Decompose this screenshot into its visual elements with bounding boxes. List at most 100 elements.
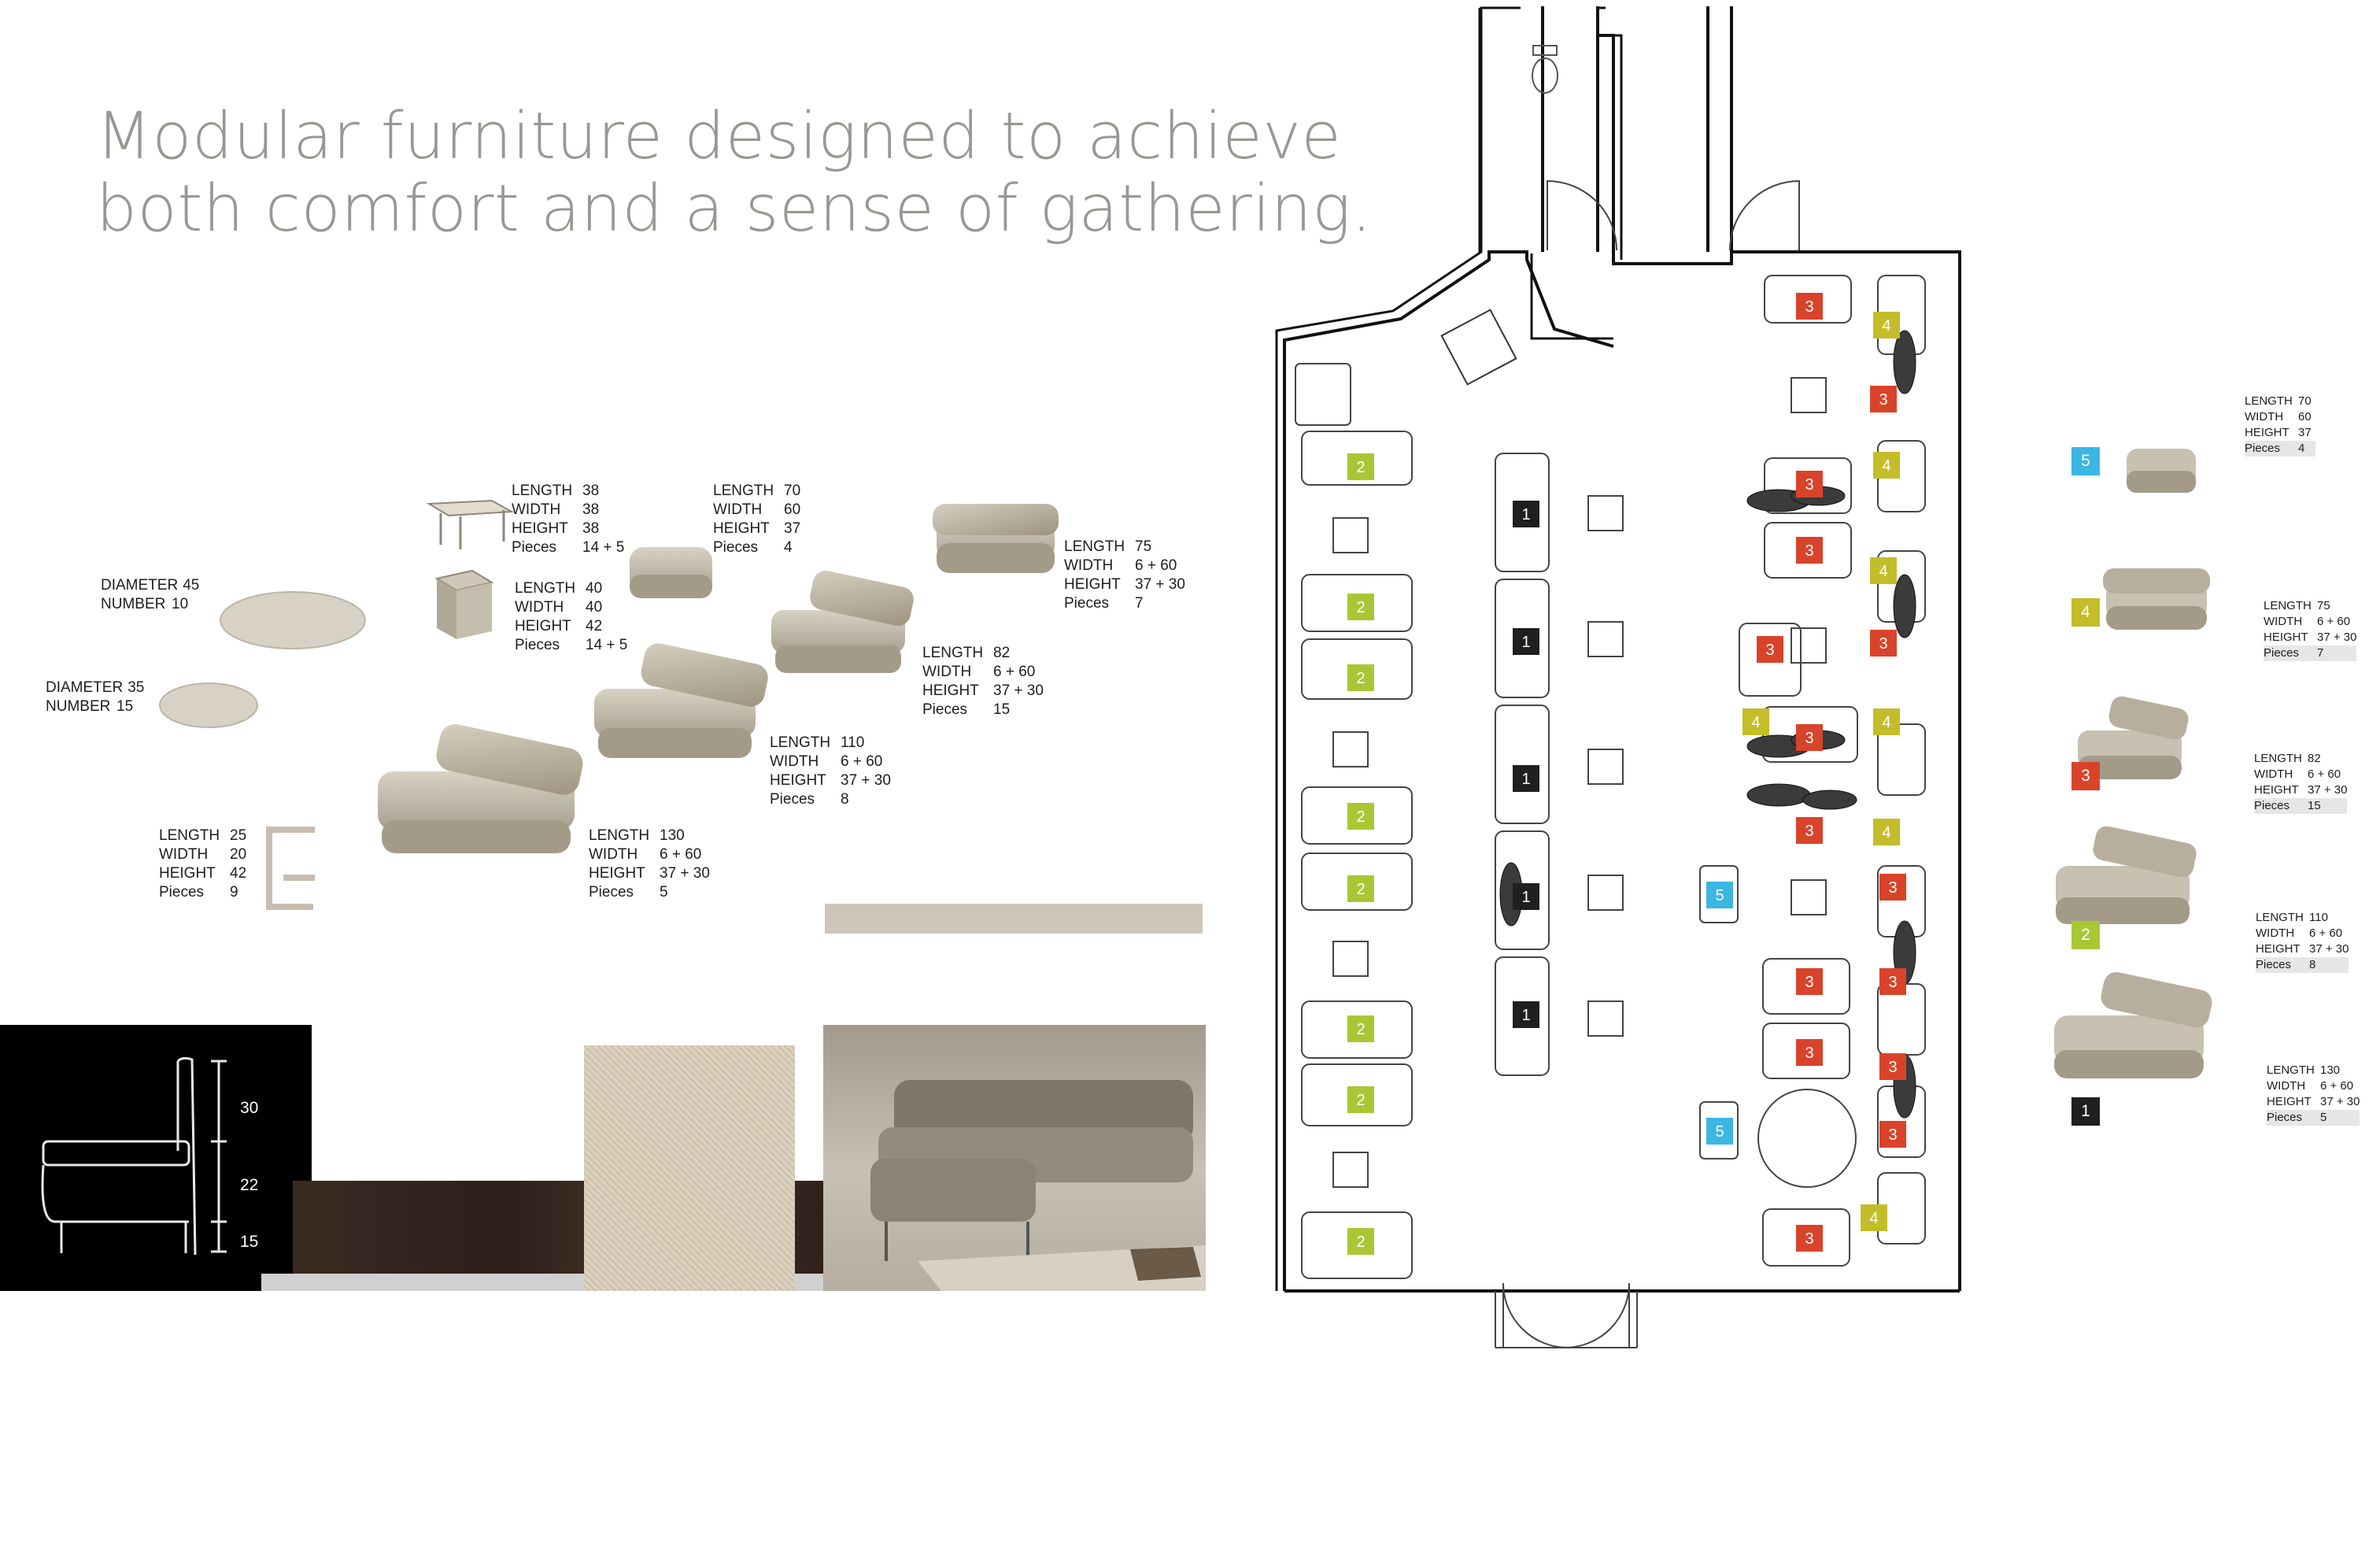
spec-value: 110 xyxy=(841,734,865,751)
spec-value: 82 xyxy=(2308,752,2321,765)
spec-value: 8 xyxy=(2309,958,2316,971)
svg-text:3: 3 xyxy=(1879,635,1887,653)
plan-badge-3: 3 xyxy=(1796,724,1823,751)
svg-text:2: 2 xyxy=(1356,599,1365,616)
plan-badge-2: 2 xyxy=(1347,875,1374,902)
spec-key: HEIGHT xyxy=(2267,1095,2312,1108)
svg-text:2: 2 xyxy=(1356,1092,1365,1109)
spec-key: HEIGHT xyxy=(713,520,770,537)
svg-text:2: 2 xyxy=(1356,881,1365,898)
spec-key: WIDTH xyxy=(159,846,209,863)
svg-text:4: 4 xyxy=(1882,824,1890,841)
plan-badge-1: 1 xyxy=(1513,628,1539,655)
svg-text:1: 1 xyxy=(1521,634,1530,651)
spec-value: 6 + 60 xyxy=(2308,767,2341,781)
legend-badge-5: 5 xyxy=(2071,447,2100,475)
svg-text:1: 1 xyxy=(1521,506,1530,523)
svg-text:4: 4 xyxy=(1882,457,1890,475)
plan-badge-1: 1 xyxy=(1513,501,1539,527)
spec-key: LENGTH xyxy=(922,645,984,661)
plan-walls xyxy=(1268,0,1961,1291)
spec-value: 37 + 30 xyxy=(2317,631,2357,644)
plan-badge-4: 4 xyxy=(1873,819,1900,845)
svg-text:1: 1 xyxy=(1521,1007,1530,1024)
spec-value: 37 + 30 xyxy=(2309,942,2349,956)
lounge-sofa-illustration xyxy=(870,1080,1206,1291)
spec-key: LENGTH xyxy=(1064,538,1125,555)
plan-badge-3: 3 xyxy=(1796,1225,1823,1252)
spec-key: HEIGHT xyxy=(512,520,568,537)
spec-key: HEIGHT xyxy=(589,865,645,882)
headline: Modular furniture designed to achieve bo… xyxy=(96,101,1372,246)
spec-key: LENGTH xyxy=(713,483,774,499)
plan-badge-3: 3 xyxy=(1879,874,1906,901)
spec-value: 6 + 60 xyxy=(660,846,702,863)
entry-armchair xyxy=(1440,309,1517,386)
spec-value: 5 xyxy=(660,884,668,901)
spec-key: Pieces xyxy=(922,701,968,718)
spec-value: 8 xyxy=(841,791,849,808)
spec-key: Pieces xyxy=(159,884,205,901)
plan-badge-4: 4 xyxy=(1743,708,1769,735)
plan-badges: 1 1 1 1 1 2 2 2 2 2 2 2 2 3 3 3 3 3 3 3 … xyxy=(1347,293,1906,1255)
spec-value: 110 xyxy=(2309,911,2328,924)
spec-value: 37 + 30 xyxy=(841,772,891,789)
legend-badge-2: 2 xyxy=(2071,921,2100,949)
spec-key: WIDTH xyxy=(515,599,564,616)
spec-value: 20 xyxy=(230,846,247,863)
spec-key: WIDTH xyxy=(2267,1079,2306,1093)
spec-key: HEIGHT xyxy=(2256,942,2301,956)
spec-value: 6 + 60 xyxy=(2317,615,2351,628)
sofa-110-drawing xyxy=(594,643,768,758)
spec-key: LENGTH xyxy=(589,827,650,844)
sofa-section-drawing: 30 22 15 xyxy=(41,1056,258,1256)
spec-key: LENGTH xyxy=(2245,394,2293,408)
spec-key: LENGTH xyxy=(2267,1063,2315,1077)
headline-line-1: Modular furniture designed to achieve xyxy=(96,99,1342,174)
lounge-photo xyxy=(823,1025,1206,1291)
svg-text:3: 3 xyxy=(1888,1126,1897,1144)
section-drawing-panel: 30 22 15 xyxy=(0,1025,312,1291)
spec-key: Pieces xyxy=(713,539,759,556)
plan-badge-3: 3 xyxy=(1879,968,1906,995)
spec-key: WIDTH xyxy=(713,501,763,518)
spec-key: WIDTH xyxy=(2264,615,2303,628)
svg-text:2: 2 xyxy=(1356,459,1365,476)
plan-badge-2: 2 xyxy=(1347,664,1374,691)
carpet-swatch xyxy=(584,1045,795,1291)
spec-value: 40 xyxy=(586,580,603,597)
spec-value: 4 xyxy=(784,539,793,556)
square-table-drawing xyxy=(426,499,515,549)
svg-text:4: 4 xyxy=(1751,714,1760,731)
spec-value: 38 xyxy=(582,501,600,518)
svg-text:3: 3 xyxy=(1805,730,1813,747)
svg-text:3: 3 xyxy=(1805,1230,1813,1248)
spec-key: Pieces xyxy=(589,884,634,901)
spec-key: HEIGHT xyxy=(2264,631,2308,644)
spec-value: 37 + 30 xyxy=(993,682,1044,699)
spec-value: 42 xyxy=(586,618,603,634)
spec-key: HEIGHT xyxy=(2245,426,2289,439)
spec-value: 40 xyxy=(586,599,603,616)
legend-badge-1: 1 xyxy=(2071,1097,2100,1126)
spec-value: 37 xyxy=(2298,426,2312,439)
svg-text:3: 3 xyxy=(1805,974,1813,991)
spec-key: LENGTH xyxy=(2254,752,2302,765)
spec-key: LENGTH xyxy=(512,483,573,499)
spec-key: WIDTH xyxy=(770,753,819,770)
spec-value: 6 + 60 xyxy=(1135,557,1177,574)
spec-value: 6 + 60 xyxy=(2309,926,2343,940)
spec-value: 60 xyxy=(784,501,801,518)
plan-badge-4: 4 xyxy=(1870,557,1897,584)
spec-key: HEIGHT xyxy=(159,865,216,882)
plan-badge-3: 3 xyxy=(1879,1121,1906,1148)
spec-value: 6 + 60 xyxy=(2320,1079,2354,1093)
